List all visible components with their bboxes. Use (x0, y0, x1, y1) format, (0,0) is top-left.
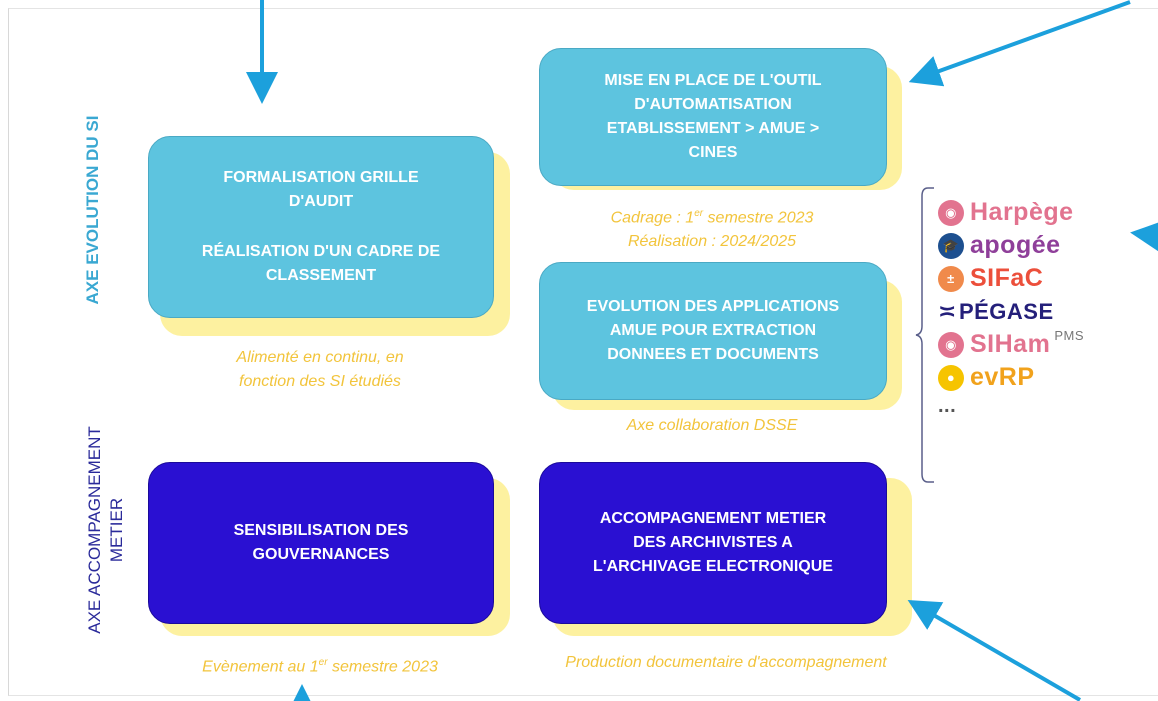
box-text: ACCOMPAGNEMENT METIER (599, 510, 827, 527)
people-icon: ◉ (938, 199, 964, 226)
logo-more: ... (938, 394, 1148, 418)
people-icon: ◉ (938, 331, 964, 358)
pegase-mark: ≍ (938, 298, 957, 324)
box-text: FORMALISATION GRILLE (223, 169, 419, 186)
logo-text: apogée (970, 231, 1061, 259)
box-text: AMUE POUR EXTRACTION (609, 322, 817, 339)
caption-collaboration: Axe collaboration DSSE (539, 414, 885, 438)
box-text: L'ARCHIVAGE ELECTRONIQUE (593, 558, 833, 575)
caption-production: Production documentaire d'accompagnement (508, 651, 944, 675)
caption-text: semestre 2023 (703, 209, 814, 227)
circle-icon: ● (938, 364, 964, 391)
logo-text: SIHam (970, 330, 1051, 358)
arrow-top-right (908, 0, 1131, 87)
box-accompagnement-archivistes: ACCOMPAGNEMENT METIER DES ARCHIVISTES A … (539, 462, 887, 624)
box-text: CLASSEMENT (265, 267, 377, 284)
box-sensibilisation: SENSIBILISATION DES GOUVERNANCES (148, 462, 494, 624)
caption-alimente: Alimenté en continu, en fonction des SI … (148, 346, 492, 394)
box-text: GOUVERNANCES (252, 546, 390, 563)
caption-sup: er (694, 208, 704, 219)
logo-text: Harpège (970, 198, 1074, 226)
caption-sup: er (318, 657, 328, 668)
box-text: MISE EN PLACE DE L'OUTIL (604, 72, 822, 89)
logo-pegase: ≍ PÉGASE (938, 295, 1148, 328)
box-evolution-applications: EVOLUTION DES APPLICATIONS AMUE POUR EXT… (539, 262, 887, 400)
slide-frame (8, 8, 1158, 696)
caption-text: Axe collaboration DSSE (626, 417, 798, 434)
bracket-brace (915, 187, 934, 483)
caption-text: Evènement au 1 (202, 658, 319, 676)
logo-text: PÉGASE (958, 298, 1054, 324)
arrow-right (1130, 220, 1158, 253)
box-outil-automatisation: MISE EN PLACE DE L'OUTIL D'AUTOMATISATIO… (539, 48, 887, 186)
logo-siham: ◉ SIHam PMS (938, 328, 1148, 361)
logo-apogee: 🎓 apogée (938, 229, 1148, 262)
logo-text: evRP (970, 363, 1035, 391)
box-text: D'AUDIT (288, 193, 354, 210)
caption-text: Production documentaire d'accompagnement (565, 654, 887, 671)
caption-cadrage: Cadrage : 1er semestre 2023 Réalisation … (539, 202, 885, 254)
logo-sup: PMS (1054, 328, 1084, 343)
logo-harpege: ◉ Harpège (938, 196, 1148, 229)
box-text: ETABLISSEMENT > AMUE > (606, 120, 820, 137)
caption-text: fonction des SI étudiés (239, 373, 401, 390)
box-text: EVOLUTION DES APPLICATIONS (586, 298, 840, 315)
graduation-icon: 🎓 (938, 232, 964, 259)
box-text: D'AUTOMATISATION (634, 96, 792, 113)
caption-text: Alimenté en continu, en (236, 349, 404, 366)
logo-evrp: ● evRP (938, 361, 1148, 394)
box-text: DONNEES ET DOCUMENTS (607, 346, 819, 363)
application-logos: ◉ Harpège 🎓 apogée ± SIFaC ≍ PÉGASE ◉ SI… (938, 196, 1148, 418)
box-formalisation-grille: FORMALISATION GRILLE D'AUDIT RÉALISATION… (148, 136, 494, 318)
caption-text: Cadrage : 1 (610, 209, 695, 227)
arrow-bottom-right (907, 599, 1082, 701)
caption-text: Réalisation : 2024/2025 (627, 233, 797, 251)
calculator-icon: ± (938, 265, 964, 292)
box-text: DES ARCHIVISTES A (633, 534, 793, 551)
logo-sifac: ± SIFaC (938, 262, 1148, 295)
box-text: CINES (688, 144, 738, 161)
logo-text: ... (938, 394, 957, 417)
box-text: SENSIBILISATION DES (233, 522, 409, 539)
box-text: RÉALISATION D'UN CADRE DE (201, 243, 441, 260)
caption-text: semestre 2023 (327, 658, 438, 676)
logo-text: SIFaC (970, 264, 1044, 292)
caption-evenement: Evènement au 1er semestre 2023 (148, 651, 492, 679)
